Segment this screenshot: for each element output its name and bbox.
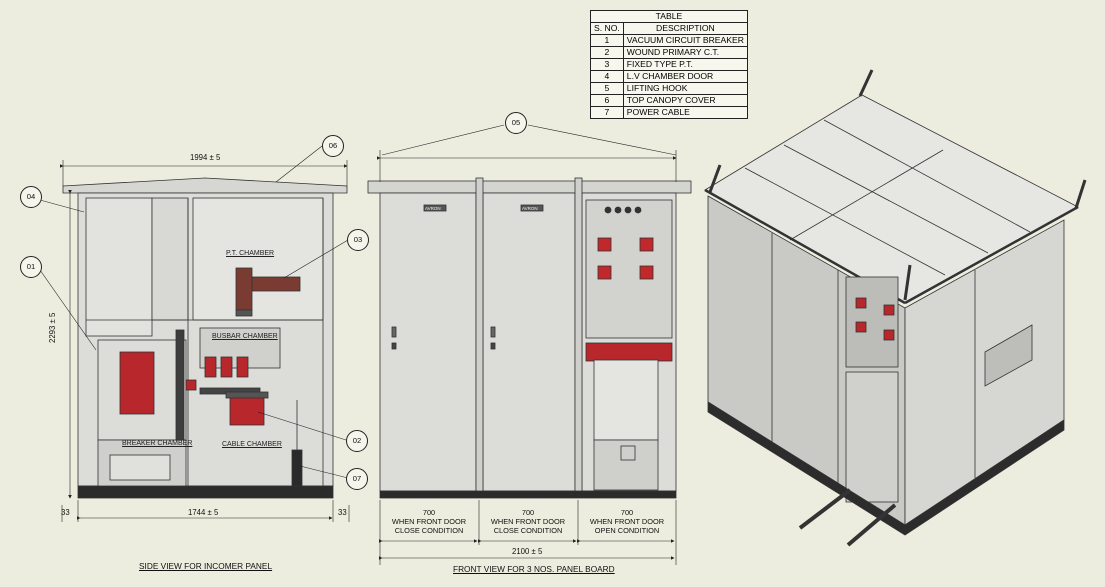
legend-desc: FIXED TYPE P.T. <box>622 58 748 71</box>
callout-leaders <box>39 124 677 479</box>
legend-sno: 3 <box>590 58 624 71</box>
brand-plate-2: AVRON <box>522 206 538 211</box>
front-view-dimensions <box>377 150 677 565</box>
panel-line1-3: WHEN FRONT DOOR <box>589 517 665 526</box>
side-left-offset-dim: 33 <box>61 508 70 517</box>
panel-condition-1: 700 WHEN FRONT DOOR CLOSE CONDITION <box>379 508 479 535</box>
legend-header-description: DESCRIPTION <box>622 22 748 35</box>
callout-06: 06 <box>322 135 344 157</box>
legend-sno: 1 <box>590 34 624 47</box>
side-view-dimensions <box>60 160 350 522</box>
side-view-caption: SIDE VIEW FOR INCOMER PANEL <box>139 561 273 571</box>
legend-sno: 5 <box>590 82 624 95</box>
legend-title: TABLE <box>590 10 748 23</box>
side-bottom-width-dim: 1744 ± 5 <box>188 508 219 517</box>
legend-sno: 7 <box>590 106 624 119</box>
callout-02: 02 <box>346 430 368 452</box>
panel-line2-3: OPEN CONDITION <box>594 526 660 535</box>
front-view-caption: FRONT VIEW FOR 3 NOS. PANEL BOARD <box>453 564 615 574</box>
panel-condition-2: 700 WHEN FRONT DOOR CLOSE CONDITION <box>478 508 578 535</box>
callout-03: 03 <box>347 229 369 251</box>
legend-desc: POWER CABLE <box>622 106 748 119</box>
breaker-chamber-label: BREAKER CHAMBER <box>122 440 193 447</box>
callout-05: 05 <box>505 112 527 134</box>
side-right-offset-dim: 33 <box>338 508 347 517</box>
front-view-drawing <box>367 177 692 499</box>
isometric-view-drawing <box>704 69 1087 547</box>
legend-sno: 4 <box>590 70 624 83</box>
panel-line2-1: CLOSE CONDITION <box>394 526 464 535</box>
panel-line2-2: CLOSE CONDITION <box>493 526 563 535</box>
legend-sno: 6 <box>590 94 624 107</box>
callout-01: 01 <box>20 256 42 278</box>
brand-plate-1: AVRON <box>425 206 441 211</box>
panel-line1-1: WHEN FRONT DOOR <box>391 517 467 526</box>
side-top-width-dim: 1994 ± 5 <box>190 153 221 162</box>
legend-desc: LIFTING HOOK <box>622 82 748 95</box>
panel-line1-2: WHEN FRONT DOOR <box>490 517 566 526</box>
side-height-dim: 2293 ± 5 <box>48 312 57 343</box>
legend-desc: TOP CANOPY COVER <box>622 94 748 107</box>
legend-desc: WOUND PRIMARY C.T. <box>622 46 748 59</box>
cable-chamber-label: CABLE CHAMBER <box>222 441 282 448</box>
panel-width-3: 700 <box>620 508 634 517</box>
legend-desc: L.V CHAMBER DOOR <box>622 70 748 83</box>
front-total-width-dim: 2100 ± 5 <box>512 547 543 556</box>
callout-07: 07 <box>346 468 368 490</box>
panel-width-2: 700 <box>521 508 535 517</box>
legend-header-sno: S. NO. <box>590 22 624 35</box>
legend-sno: 2 <box>590 46 624 59</box>
legend-desc: VACUUM CIRCUIT BREAKER <box>622 34 748 47</box>
side-view-drawing <box>62 177 348 499</box>
busbar-chamber-label: BUSBAR CHAMBER <box>212 333 278 340</box>
panel-width-1: 700 <box>422 508 436 517</box>
panel-condition-3: 700 WHEN FRONT DOOR OPEN CONDITION <box>577 508 677 535</box>
callout-04: 04 <box>20 186 42 208</box>
pt-chamber-label: P.T. CHAMBER <box>226 250 275 257</box>
